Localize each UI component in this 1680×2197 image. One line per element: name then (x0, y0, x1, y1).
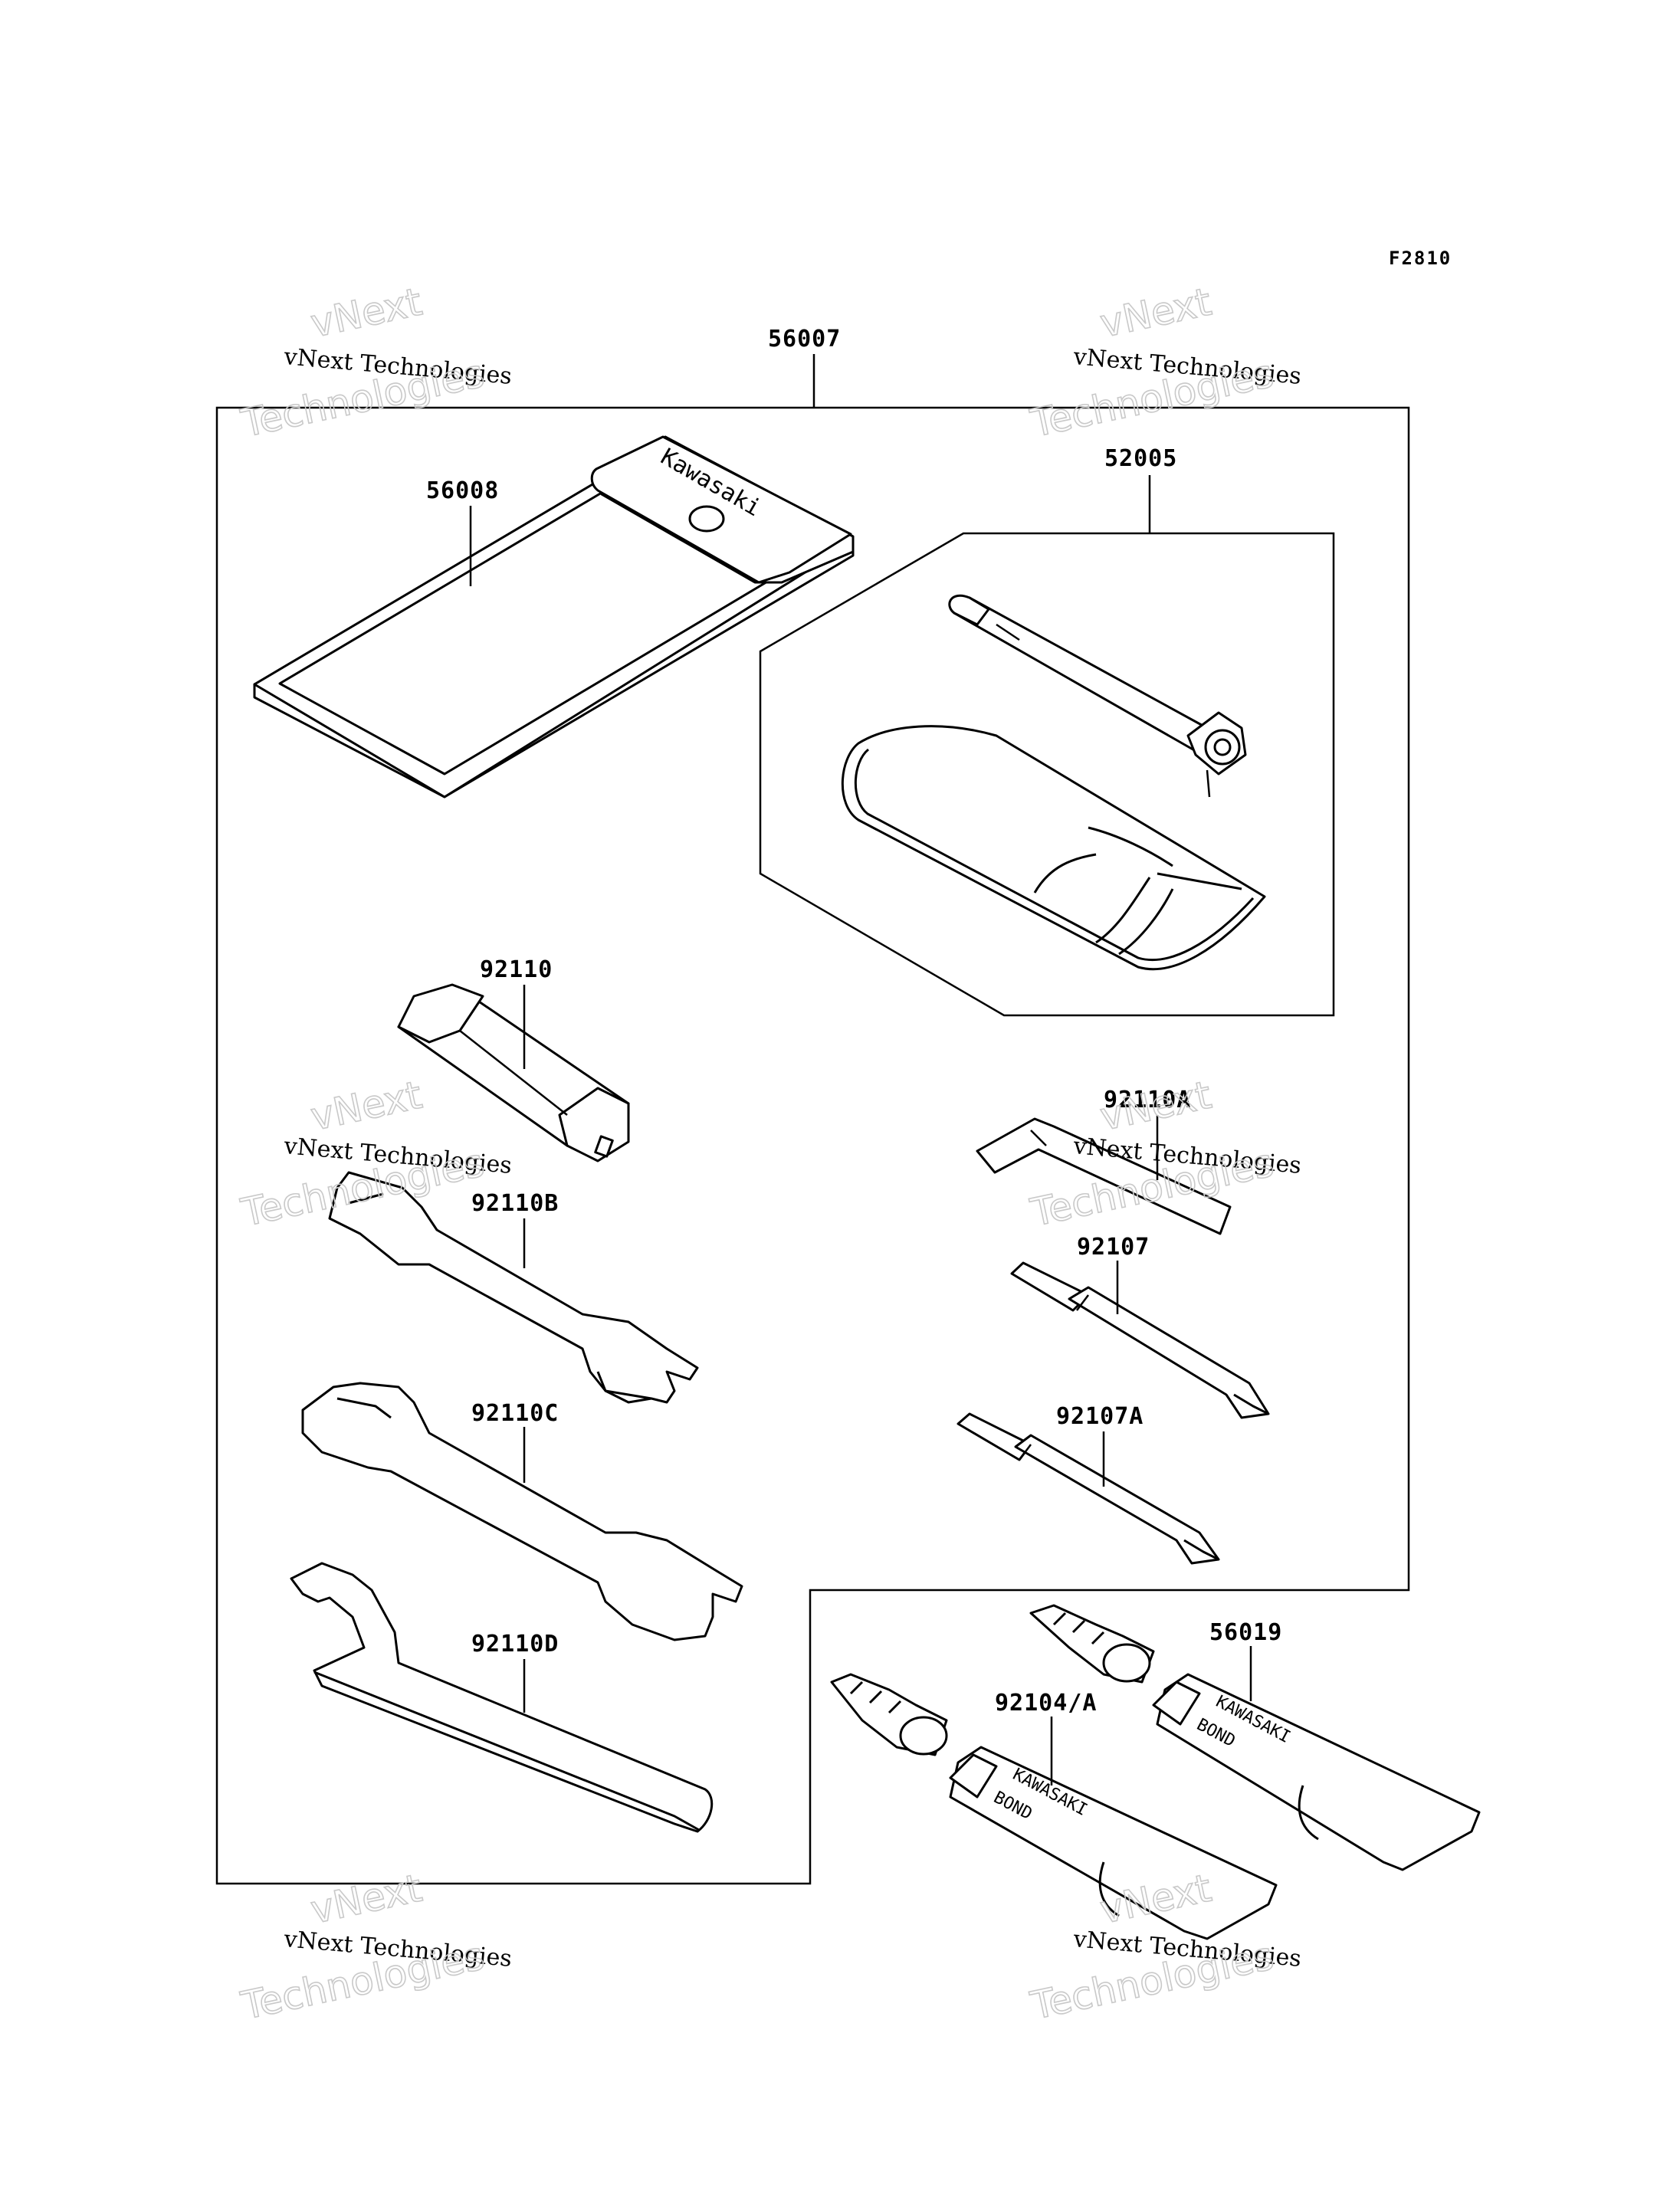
hook-spanner (290, 1562, 714, 1833)
screwdriver-92107A (956, 1412, 1220, 1565)
label-52005[interactable]: 52005 (1104, 445, 1177, 472)
label-56019[interactable]: 56019 (1209, 1619, 1282, 1646)
svg-text:vNext: vNext (1096, 1073, 1215, 1139)
hex-key (976, 1117, 1232, 1235)
open-end-wrench-small (328, 1171, 699, 1404)
watermark-bottom-left: vNext vNext Technologies Technologies (237, 1865, 514, 2029)
label-92107[interactable]: 92107 (1077, 1234, 1150, 1261)
label-92110D[interactable]: 92110D (471, 1631, 559, 1658)
svg-text:vNext: vNext (307, 1073, 425, 1139)
pump-bag (841, 725, 1266, 971)
watermark-top-right: vNext vNext Technologies Technologies (1026, 279, 1303, 447)
group-outline-52005 (759, 532, 1335, 1017)
owners-manual-pouch: Kawasaki (253, 435, 855, 798)
screwdriver-92107 (1010, 1261, 1270, 1419)
label-92110A[interactable]: 92110A (1104, 1087, 1191, 1113)
label-56008[interactable]: 56008 (426, 477, 499, 504)
label-92104A[interactable]: 92104/A (995, 1690, 1097, 1717)
label-92110B[interactable]: 92110B (471, 1190, 559, 1217)
group-outline-56007 (215, 406, 1410, 1885)
figure-code: F2810 (1389, 248, 1452, 269)
open-end-wrench-large (301, 1382, 743, 1641)
label-56007[interactable]: 56007 (768, 326, 841, 353)
spark-plug-wrench (397, 983, 630, 1162)
label-92110[interactable]: 92110 (480, 956, 553, 983)
pump-tube (948, 594, 1247, 798)
label-92110C[interactable]: 92110C (471, 1400, 559, 1427)
bond-tube-92104A: KAWASAKI BOND (830, 1673, 1278, 1940)
label-92107A[interactable]: 92107A (1056, 1403, 1144, 1430)
svg-text:vNext: vNext (1096, 280, 1215, 346)
svg-text:vNext: vNext (307, 1866, 425, 1933)
svg-text:vNext: vNext (307, 280, 425, 346)
watermark-top-left: vNext vNext Technologies Technologies (237, 279, 514, 447)
